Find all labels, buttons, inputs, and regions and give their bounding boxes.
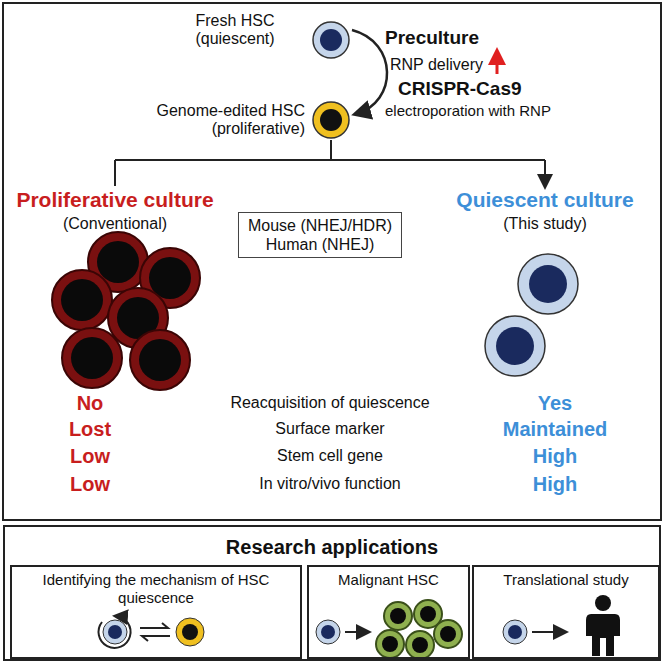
label-text: Maintained xyxy=(503,418,607,441)
label-text: RNP delivery xyxy=(390,56,483,74)
cell-part xyxy=(52,270,112,330)
label-text: CRISPR-Cas9 xyxy=(398,78,522,100)
label-text: High xyxy=(533,445,577,468)
label-text: Low xyxy=(70,473,110,496)
label-text: Reacquisition of quiescence xyxy=(230,394,429,412)
cell-part xyxy=(440,626,456,642)
node-text: Human (NHEJ) xyxy=(248,235,392,254)
label-text: Low xyxy=(70,445,110,468)
label-text: (Conventional) xyxy=(63,215,167,233)
cell-part xyxy=(62,328,122,388)
cell-part xyxy=(406,631,434,659)
cell-part xyxy=(420,606,436,622)
label-text: In vitro/vivo function xyxy=(259,475,400,493)
cell-part xyxy=(71,337,113,379)
label-text: Proliferative culture xyxy=(16,188,213,212)
node-text: Malignant HSC xyxy=(309,567,468,589)
label-text: electroporation with RNP xyxy=(385,102,551,119)
cell-part xyxy=(130,330,190,390)
label-text: Lost xyxy=(69,418,111,441)
application-box: Malignant HSC xyxy=(307,565,470,659)
increase-arrow xyxy=(496,56,499,74)
quiescence-icon xyxy=(99,616,204,648)
cell-part xyxy=(376,630,404,658)
cell-part xyxy=(61,279,103,321)
cell-part xyxy=(139,339,181,381)
preculture-arrow xyxy=(352,30,387,114)
top-panel xyxy=(3,3,661,520)
label-text: Quiescent culture xyxy=(456,188,633,212)
quiescent-cells xyxy=(485,254,578,376)
label-text: Surface marker xyxy=(275,420,384,438)
label-text: Fresh HSC (quiescent) xyxy=(170,12,300,49)
node-text: Translational study xyxy=(474,567,658,589)
proliferative-cells xyxy=(52,232,200,390)
label-text: Preculture xyxy=(385,27,479,49)
label-text: Genome-edited HSC (proliferative) xyxy=(140,102,305,139)
cell-part xyxy=(390,608,406,624)
cell-part xyxy=(434,620,462,648)
node-text: Identifying the mechanism of HSC quiesce… xyxy=(12,567,300,607)
cell-part xyxy=(384,602,412,630)
application-box: Translational study xyxy=(472,565,660,659)
node-text: Mouse (NHEJ/HDR) xyxy=(248,216,392,235)
cell-part xyxy=(412,637,428,653)
label-text: (This study) xyxy=(503,215,587,233)
label-text: Stem cell gene xyxy=(277,447,383,465)
translational-icon xyxy=(503,595,620,656)
fresh-hsc-cell xyxy=(313,22,349,58)
application-box: Identifying the mechanism of HSC quiesce… xyxy=(10,565,302,659)
label-text: High xyxy=(533,473,577,496)
branch-lines xyxy=(115,140,545,186)
edited-hsc-cell xyxy=(313,102,349,138)
node-text: Research applications xyxy=(5,535,659,559)
cell-part xyxy=(382,636,398,652)
malignant-icon xyxy=(316,600,462,659)
applications-panel: Research applicationsIdentifying the mec… xyxy=(3,525,661,661)
label-text: Yes xyxy=(538,392,572,415)
cell-part xyxy=(97,241,139,283)
label-text: No xyxy=(77,392,104,415)
species-box: Mouse (NHEJ/HDR)Human (NHEJ) xyxy=(238,212,402,258)
